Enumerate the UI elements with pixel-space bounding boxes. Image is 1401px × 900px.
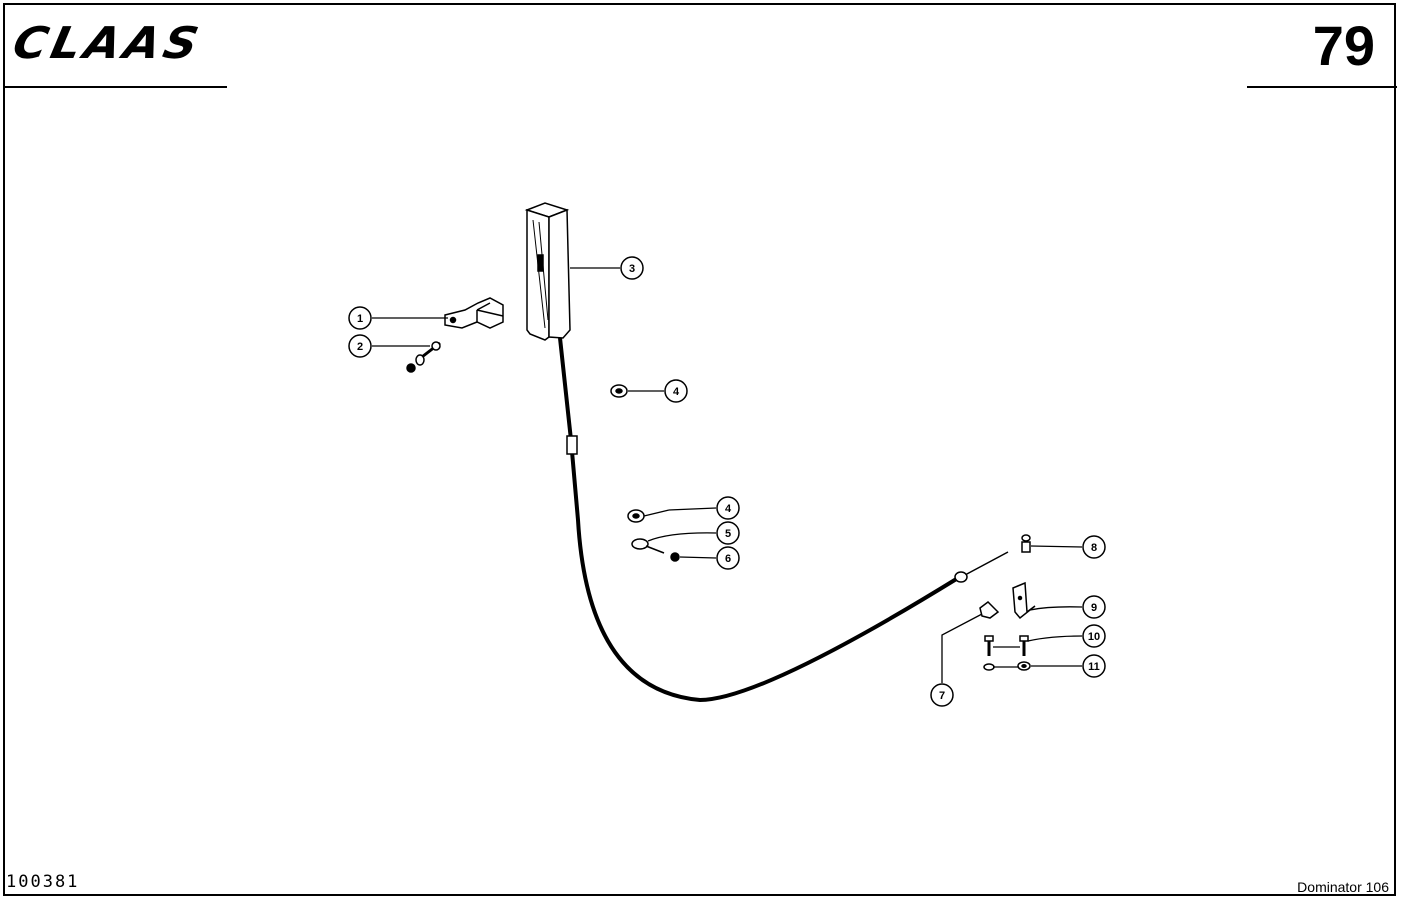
bolts-part-10 bbox=[984, 635, 1029, 656]
nut-part-4-upper bbox=[610, 384, 628, 398]
callout-5: 5 bbox=[716, 521, 740, 545]
leader-lines bbox=[372, 267, 1083, 683]
mounting-plate-part-9 bbox=[1012, 581, 1036, 620]
svg-text:10: 10 bbox=[1088, 631, 1100, 643]
bracket-part-1 bbox=[444, 297, 504, 329]
callout-7: 7 bbox=[930, 683, 954, 707]
nut-part-6 bbox=[670, 552, 680, 562]
model-name: Dominator 106 bbox=[1297, 879, 1389, 895]
callout-9: 9 bbox=[1082, 595, 1106, 619]
header-rule-left bbox=[3, 86, 227, 88]
lever-housing-part bbox=[524, 202, 571, 341]
header-rule-right bbox=[1247, 86, 1397, 88]
washers-part-11 bbox=[983, 661, 1031, 671]
page-frame bbox=[3, 3, 1396, 896]
callout-4-upper: 4 bbox=[664, 379, 688, 403]
svg-text:9: 9 bbox=[1091, 602, 1097, 614]
callout-2: 2 bbox=[348, 334, 372, 358]
cable-nipple-part-8 bbox=[1021, 534, 1031, 553]
svg-text:5: 5 bbox=[725, 528, 731, 540]
svg-text:8: 8 bbox=[1091, 542, 1097, 554]
callout-11: 11 bbox=[1082, 654, 1106, 678]
bolt-set-part-2 bbox=[406, 341, 441, 373]
callout-6: 6 bbox=[716, 546, 740, 570]
callout-4-lower: 4 bbox=[716, 496, 740, 520]
svg-text:3: 3 bbox=[629, 263, 635, 275]
page-number: 79 bbox=[1312, 14, 1375, 77]
callout-1: 1 bbox=[348, 306, 372, 330]
callout-8: 8 bbox=[1082, 535, 1106, 559]
svg-text:11: 11 bbox=[1088, 661, 1100, 673]
bowden-cable bbox=[558, 337, 1009, 703]
svg-text:2: 2 bbox=[357, 341, 363, 353]
svg-text:4: 4 bbox=[725, 503, 732, 515]
svg-text:6: 6 bbox=[725, 553, 731, 565]
svg-text:4: 4 bbox=[673, 386, 680, 398]
svg-text:1: 1 bbox=[357, 313, 363, 325]
bracket-part-7 bbox=[979, 601, 1000, 619]
nut-part-4-lower bbox=[627, 509, 645, 523]
drawing-number: 100381 bbox=[6, 872, 80, 892]
callout-3: 3 bbox=[620, 256, 644, 280]
washer-part-5 bbox=[631, 538, 665, 554]
callout-10: 10 bbox=[1082, 624, 1106, 648]
svg-text:7: 7 bbox=[939, 690, 945, 702]
